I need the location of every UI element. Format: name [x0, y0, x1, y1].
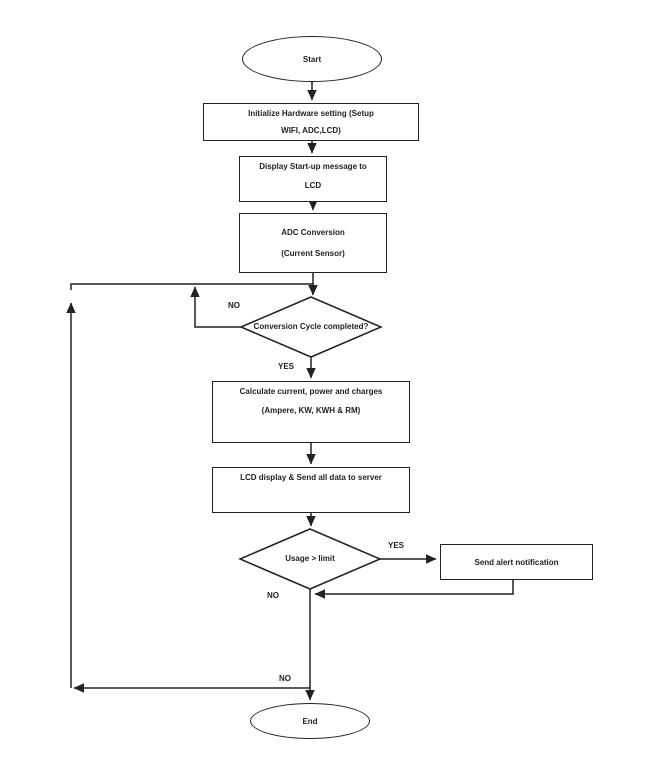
decision-usage-shape	[238, 528, 382, 590]
node-send-alert-label: Send alert notification	[474, 557, 559, 567]
node-start-label: Start	[302, 54, 322, 64]
node-start: Start	[242, 36, 382, 82]
node-end-label: End	[302, 716, 318, 726]
node-init-hardware-line2: WIFI, ADC,LCD)	[281, 126, 341, 135]
edge-label-usage-yes: YES	[387, 541, 404, 550]
edge-conversion-no	[190, 286, 241, 328]
node-lcd-send: LCD display & Send all data to server	[212, 467, 410, 513]
node-display-startup: Display Start-up message to LCD	[239, 156, 387, 202]
node-end: End	[250, 703, 370, 739]
node-calculate: Calculate current, power and charges (Am…	[212, 381, 410, 443]
edge-label-usage-no: NO	[267, 591, 279, 600]
edge-alert-return	[314, 580, 514, 599]
node-adc-conversion: ADC Conversion (Current Sensor)	[239, 213, 387, 273]
node-display-startup-line2: LCD	[304, 181, 322, 190]
edge-loop-top	[70, 283, 313, 290]
node-adc-conversion-line2: (Current Sensor)	[281, 249, 345, 258]
node-lcd-send-label: LCD display & Send all data to server	[240, 473, 382, 482]
decision-conversion-shape	[239, 296, 383, 358]
decision-usage-label: Usage > limit	[285, 554, 335, 563]
node-init-hardware: Initialize Hardware setting (Setup WIFI,…	[203, 103, 419, 141]
edge-label-loop-no: NO	[279, 674, 291, 683]
node-adc-conversion-line1: ADC Conversion	[281, 228, 345, 237]
node-send-alert: Send alert notification	[440, 544, 593, 580]
decision-conversion-label: Conversion Cycle completed?	[253, 322, 369, 331]
node-calculate-line2: (Ampere, KW, KWH & RM)	[261, 406, 361, 415]
edge-label-conversion-yes: YES	[277, 362, 294, 371]
node-display-startup-line1: Display Start-up message to	[259, 162, 367, 171]
node-calculate-line1: Calculate current, power and charges	[239, 387, 383, 396]
node-init-hardware-line1: Initialize Hardware setting (Setup	[248, 109, 374, 118]
edge-label-conversion-no: NO	[228, 301, 240, 310]
